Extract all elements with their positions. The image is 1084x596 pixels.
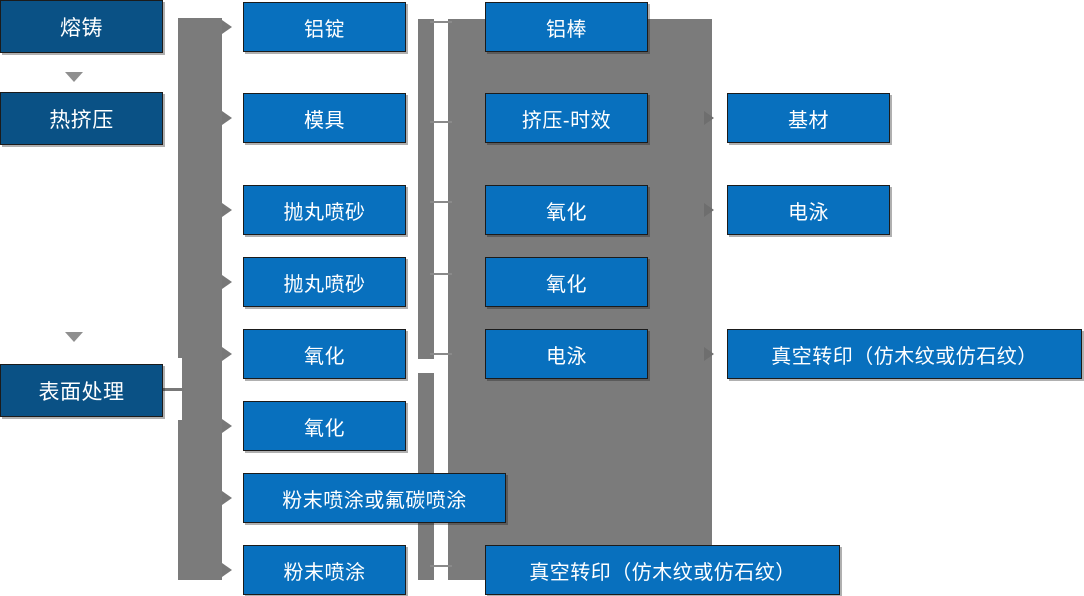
process-arrow-4 (222, 275, 232, 289)
middle-label-bar: 铝棒 (546, 18, 587, 41)
process-box-ingot[interactable]: 铝锭 (243, 2, 406, 52)
process-arrow-1 (222, 20, 232, 34)
middle-tick-5 (430, 353, 452, 355)
middle-box-vacuum[interactable]: 真空转印（仿木纹或仿石纹） (485, 545, 840, 595)
process-box-oxidation-1[interactable]: 氧化 (243, 329, 406, 379)
output-label-vacuum: 真空转印（仿木纹或仿石纹） (771, 345, 1038, 368)
middle-thin-rail (418, 19, 434, 359)
process-label-powder-fluor: 粉末喷涂或氟碳喷涂 (282, 489, 467, 512)
stage-arrow-down-2 (65, 332, 83, 342)
output-label-substrate: 基材 (788, 109, 829, 132)
process-label-oxidation-2: 氧化 (304, 417, 345, 440)
process-label-oxidation-1: 氧化 (304, 345, 345, 368)
process-box-shotblast-2[interactable]: 抛丸喷砂 (243, 257, 406, 307)
stage-box-surface[interactable]: 表面处理 (0, 364, 163, 417)
middle-tick-3 (430, 201, 452, 203)
surface-stage-stub (162, 388, 184, 391)
process-label-shotblast-1: 抛丸喷砂 (283, 201, 366, 224)
middle-box-bar[interactable]: 铝棒 (485, 2, 648, 52)
process-label-shotblast-2: 抛丸喷砂 (283, 273, 366, 296)
stage-box-melting[interactable]: 熔铸 (0, 0, 163, 53)
middle-label-vacuum: 真空转印（仿木纹或仿石纹） (529, 561, 796, 584)
stage-label-extrude: 热挤压 (49, 108, 114, 132)
middle-box-oxidation-1[interactable]: 氧化 (485, 185, 648, 235)
middle-box-oxidation-2[interactable]: 氧化 (485, 257, 648, 307)
middle-box-electro[interactable]: 电泳 (485, 329, 648, 379)
process-label-ingot: 铝锭 (304, 18, 345, 41)
output-box-substrate[interactable]: 基材 (727, 93, 890, 143)
stage-label-surface: 表面处理 (38, 380, 125, 404)
middle-label-extrude-age: 挤压-时效 (521, 109, 612, 132)
process-box-powder[interactable]: 粉末喷涂 (243, 545, 406, 595)
process-label-mould: 模具 (304, 109, 345, 132)
middle-box-extrude-age[interactable]: 挤压-时效 (485, 93, 648, 143)
output-box-electro[interactable]: 电泳 (727, 185, 890, 235)
output-box-vacuum[interactable]: 真空转印（仿木纹或仿石纹） (727, 329, 1082, 379)
output-label-electro: 电泳 (788, 201, 829, 224)
left-spine-rail (178, 18, 222, 580)
middle-tick-6 (430, 565, 452, 567)
process-label-powder: 粉末喷涂 (283, 561, 366, 584)
output-arrow-electro (704, 203, 714, 217)
process-box-mould[interactable]: 模具 (243, 93, 406, 143)
output-arrow-vacuum (704, 347, 714, 361)
process-box-powder-fluor[interactable]: 粉末喷涂或氟碳喷涂 (243, 473, 506, 523)
middle-tick-2 (430, 121, 452, 123)
stage-box-extrude[interactable]: 热挤压 (0, 92, 163, 145)
middle-label-electro: 电泳 (546, 345, 587, 368)
process-arrow-3 (222, 203, 232, 217)
stage-label-melting: 熔铸 (60, 16, 103, 40)
middle-tick-4 (430, 273, 452, 275)
process-arrow-6 (222, 419, 232, 433)
process-box-oxidation-2[interactable]: 氧化 (243, 401, 406, 451)
stage-arrow-down-1 (65, 72, 83, 82)
process-arrow-7 (222, 491, 232, 505)
process-box-shotblast-1[interactable]: 抛丸喷砂 (243, 185, 406, 235)
middle-tick-1 (430, 21, 452, 23)
process-arrow-5 (222, 347, 232, 361)
middle-label-oxidation-1: 氧化 (546, 201, 587, 224)
middle-label-oxidation-2: 氧化 (546, 273, 587, 296)
process-arrow-8 (222, 563, 232, 577)
output-arrow-substrate (704, 111, 714, 125)
process-arrow-2 (222, 111, 232, 125)
